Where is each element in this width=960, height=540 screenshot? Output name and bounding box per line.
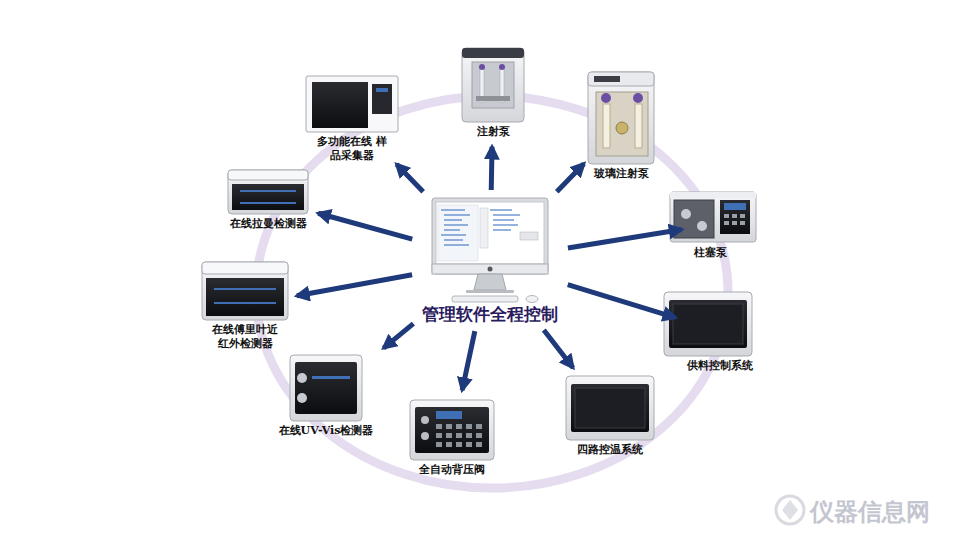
ring (256, 96, 728, 488)
device-label: 在线傅里叶近 红外检测器 (205, 323, 285, 351)
device-node: 供料控制系统 (683, 290, 757, 373)
device-node: 柱塞泵 (690, 190, 731, 260)
control-arrow (568, 229, 682, 247)
illustration-space (347, 74, 357, 135)
illustration-space (240, 260, 250, 323)
device-label: 在线UV-Vis检测器 (279, 424, 374, 438)
device-node: 在线拉曼检测器 (226, 168, 311, 231)
control-arrow (489, 147, 495, 190)
control-arrow (397, 164, 424, 191)
device-node: 玻璃注射泵 (590, 70, 653, 181)
sample-collector (306, 76, 398, 132)
device-node: 在线UV-Vis检测器 (275, 353, 378, 438)
control-arrow (462, 331, 475, 390)
control-arrow (297, 275, 412, 296)
illustration-space (705, 190, 715, 246)
device-node: 四路控温系统 (573, 374, 647, 457)
illustration-space (447, 398, 457, 463)
glass-syringe-pump (588, 72, 654, 164)
software-control-node: 管理软件全程控制 (418, 196, 562, 325)
ft-nir-detector (202, 262, 288, 320)
device-label: 多功能在线 样品采集器 (317, 135, 387, 163)
raman-detector (228, 170, 308, 214)
device-node: 在线傅里叶近 红外检测器 (201, 260, 289, 351)
plunger-pump (670, 192, 756, 242)
illustration-space (263, 168, 273, 217)
control-arrow (384, 324, 414, 348)
back-pressure-valve (410, 400, 494, 460)
illustration-space (488, 45, 498, 125)
computer (432, 198, 548, 303)
device-label: 在线拉曼检测器 (230, 217, 307, 231)
illustration-space (605, 374, 615, 443)
watermark: 仪器信息网 (810, 496, 930, 528)
illustration-space (715, 290, 725, 359)
feed-control-system (664, 292, 752, 356)
syringe-pump (462, 48, 524, 122)
device-label: 柱塞泵 (694, 246, 727, 260)
device-node: 多功能在线 样品采集器 (313, 74, 391, 163)
center-caption: 管理软件全程控制 (422, 304, 558, 325)
illustration-space (321, 353, 331, 424)
illustration-space (485, 196, 495, 304)
device-label: 玻璃注射泵 (594, 167, 649, 181)
control-arrow (568, 285, 676, 318)
device-node: 全自动背压阀 (415, 398, 489, 477)
device-label: 四路控温系统 (577, 443, 643, 457)
temperature-control-system (566, 376, 654, 440)
control-arrow (318, 213, 412, 239)
device-node: 注射泵 (473, 45, 514, 139)
watermark-logo (776, 496, 804, 524)
device-label: 供料控制系统 (687, 359, 753, 373)
device-label: 注射泵 (477, 125, 510, 139)
control-arrow (557, 164, 584, 192)
control-arrow (544, 330, 573, 368)
uv-vis-detector (290, 355, 362, 421)
illustration-space (616, 70, 626, 167)
device-label: 全自动背压阀 (419, 463, 485, 477)
